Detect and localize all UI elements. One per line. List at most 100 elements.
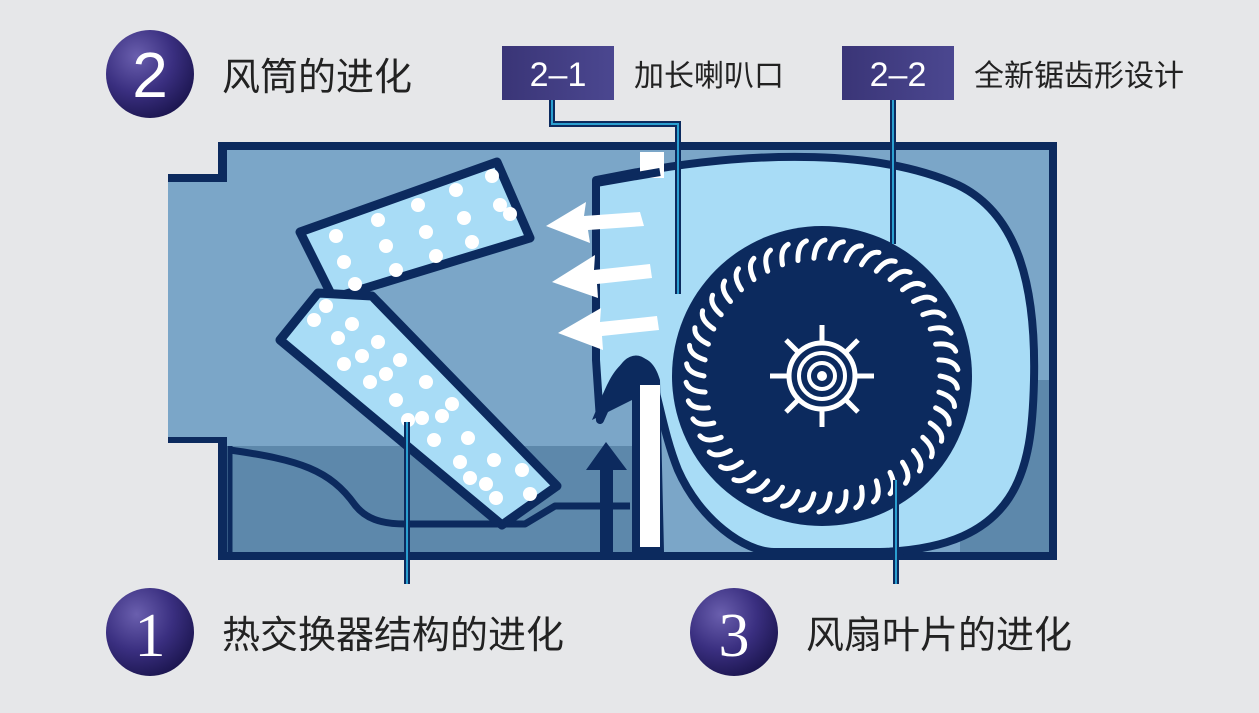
section-2-number: 2 [132,39,168,111]
airflow-arrow-icon [558,308,659,350]
fan-blade [733,266,744,293]
fin-dot [503,207,517,221]
heat-exchanger-lower-panel [275,288,562,530]
fin-dot [411,198,425,212]
section-2-title: 2 风筒的进化 [106,30,412,118]
fin-dot [337,255,351,269]
fan-blade [692,325,711,347]
fan-blade [933,405,952,427]
section-2-label: 风筒的进化 [222,55,412,99]
fan-blade [684,361,707,379]
fin-dot [348,277,362,291]
fan-blade [927,325,954,336]
fin-dot [453,455,467,469]
tongue-strip [640,385,660,547]
section-3-title: 3 风扇叶片的进化 [690,588,1072,676]
fan-blade [927,420,945,444]
fan-blade [911,448,924,474]
sub-label-2-1-text: 加长喇叭口 [634,59,784,94]
fin-dot [429,249,443,263]
fan-blade [936,389,957,410]
fin-dot [435,409,449,423]
fin-dot [355,349,369,363]
heat-exchanger-upper-panel [295,157,535,303]
fan-blade [843,243,864,263]
fan-blade [697,433,724,443]
fan-impeller [672,226,972,526]
fan-blade [685,398,711,411]
airflow-arrow-icon [546,202,644,243]
fan-blade [687,342,708,363]
fan-hub-icon [770,325,874,427]
fan-blade [746,478,771,494]
sub-label-2-2-code: 2–2 [870,56,927,94]
fan-blade [911,294,938,304]
section-1-label: 热交换器结构的进化 [222,613,564,657]
fan-blade [683,379,708,395]
fan-blade [900,280,926,293]
airflow-arrows [546,202,659,552]
fin-dot [363,375,377,389]
fan-blade [718,459,744,472]
fan-blade [900,459,911,486]
fan-blades [683,237,961,515]
fin-dot [393,353,407,367]
sub-label-2-1-code: 2–1 [530,56,587,94]
fan-blade [937,373,960,391]
fin-dot [489,491,503,505]
heat-exchanger [275,157,562,530]
fan-blade [920,309,947,319]
fin-dot [345,317,359,331]
fan-blade [936,357,961,373]
airflow-arrow-icon [552,255,652,298]
fin-dot [523,487,537,501]
upward-airflow-arrow-icon [586,442,627,552]
fin-dot [485,169,499,183]
fan-blade [873,258,898,274]
fan-blade [835,489,849,514]
fin-dot [493,198,507,212]
section-1-number-badge [106,588,194,676]
fan-blade [780,489,801,509]
fan-blade [920,434,935,460]
fin-dot [389,393,403,407]
fin-dot [515,463,529,477]
fan-blade [933,341,959,354]
fan-blade [827,239,846,261]
fan-blade [699,308,717,332]
section-3-label: 风扇叶片的进化 [806,613,1072,657]
fan-blade [720,278,733,304]
fin-dot [337,357,351,371]
fin-dot [419,375,433,389]
section-1-title: 1 热交换器结构的进化 [106,588,564,676]
fan-blade [795,238,809,263]
fin-dot [479,477,493,491]
leader-lines [404,100,899,584]
fan-blade [779,241,791,268]
section-1-number: 1 [135,602,166,670]
fan-blade [731,469,757,484]
fin-dot [449,183,463,197]
fan-blade [762,484,785,503]
fin-dot [487,453,501,467]
sub-label-2-2-text: 全新锯齿形设计 [974,59,1184,94]
fin-dot [465,235,479,249]
fan-blade [859,249,882,268]
fan-blade [887,268,913,283]
fin-dot [461,431,475,445]
fan-blade [853,484,865,511]
fin-dot [415,411,429,425]
fan-blade [816,491,833,515]
fin-dot [457,211,471,225]
sub-label-2-1-box [502,46,614,100]
fin-dot [307,313,321,327]
fin-dot [419,225,433,239]
fin-dot [379,239,393,253]
fin-dot [463,471,477,485]
fin-dot [427,433,441,447]
fin-dot [371,213,385,227]
sub-label-2-2-box [842,46,954,100]
fan-blade [690,416,717,427]
fin-dot [329,229,343,243]
